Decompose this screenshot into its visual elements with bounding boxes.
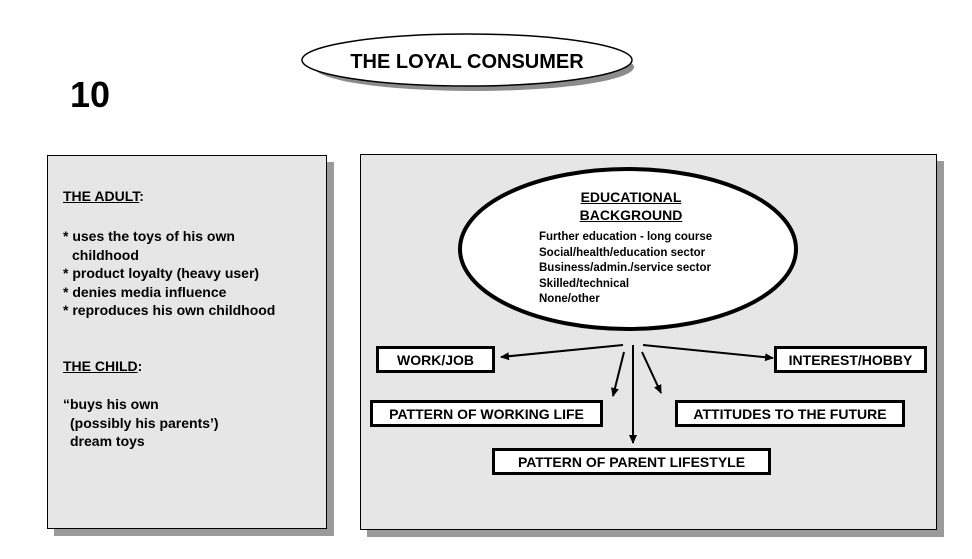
page-number: 10 xyxy=(70,74,111,115)
education-item: Skilled/technical xyxy=(539,277,630,290)
child-heading-colon: : xyxy=(137,358,143,374)
education-list: Further education - long course Social/h… xyxy=(539,230,712,308)
adult-child-panel: THE ADULT: * uses the toys of his own ch… xyxy=(47,155,327,529)
adult-item: * reproduces his own childhood xyxy=(63,302,276,318)
diagram-connectors xyxy=(458,167,798,444)
interest-hobby-box: INTEREST/HOBBY xyxy=(774,346,927,373)
adult-heading-line: THE ADULT: xyxy=(63,187,144,206)
working-life-box: PATTERN OF WORKING LIFE xyxy=(370,400,603,427)
parent-lifestyle-box: PATTERN OF PARENT LIFESTYLE xyxy=(492,448,771,475)
arrow-to-interest-hobby xyxy=(642,344,774,362)
arrow-to-attitudes xyxy=(641,351,662,394)
child-heading: THE CHILD xyxy=(63,358,138,374)
education-item: Further education - long course xyxy=(539,231,713,243)
title-oval: THE LOYAL CONSUMER xyxy=(301,33,634,91)
adult-item: * uses the toys of his own xyxy=(63,228,235,244)
adult-item: * product loyalty (heavy user) xyxy=(63,265,260,281)
education-diagram-panel: EDUCATIONAL BACKGROUND Further education… xyxy=(360,154,937,530)
education-item: Social/health/education sector xyxy=(539,246,706,259)
adult-item: * denies media influence xyxy=(63,283,227,300)
page-title: THE LOYAL CONSUMER xyxy=(350,51,584,73)
work-job-box: WORK/JOB xyxy=(376,346,495,373)
arrow-to-work-job xyxy=(500,344,624,361)
attitudes-box: ATTITUDES TO THE FUTURE xyxy=(675,400,905,427)
child-line: “buys his own xyxy=(63,396,159,412)
education-title: EDUCATIONAL BACKGROUND xyxy=(556,188,706,224)
adult-heading-colon: : xyxy=(139,188,144,204)
education-title-line2: BACKGROUND xyxy=(579,207,683,223)
education-item: Business/admin./service sector xyxy=(539,262,711,274)
education-title-line1: EDUCATIONAL xyxy=(580,189,682,205)
child-line: (possibly his parents’) xyxy=(70,414,219,431)
arrow-to-working-life xyxy=(611,351,625,397)
education-ellipse xyxy=(458,167,798,331)
adult-item: childhood xyxy=(72,246,139,263)
adult-heading: THE ADULT xyxy=(63,188,140,204)
child-line: dream toys xyxy=(70,433,145,449)
education-item: None/other xyxy=(539,293,600,305)
child-heading-line: THE CHILD: xyxy=(63,357,142,376)
